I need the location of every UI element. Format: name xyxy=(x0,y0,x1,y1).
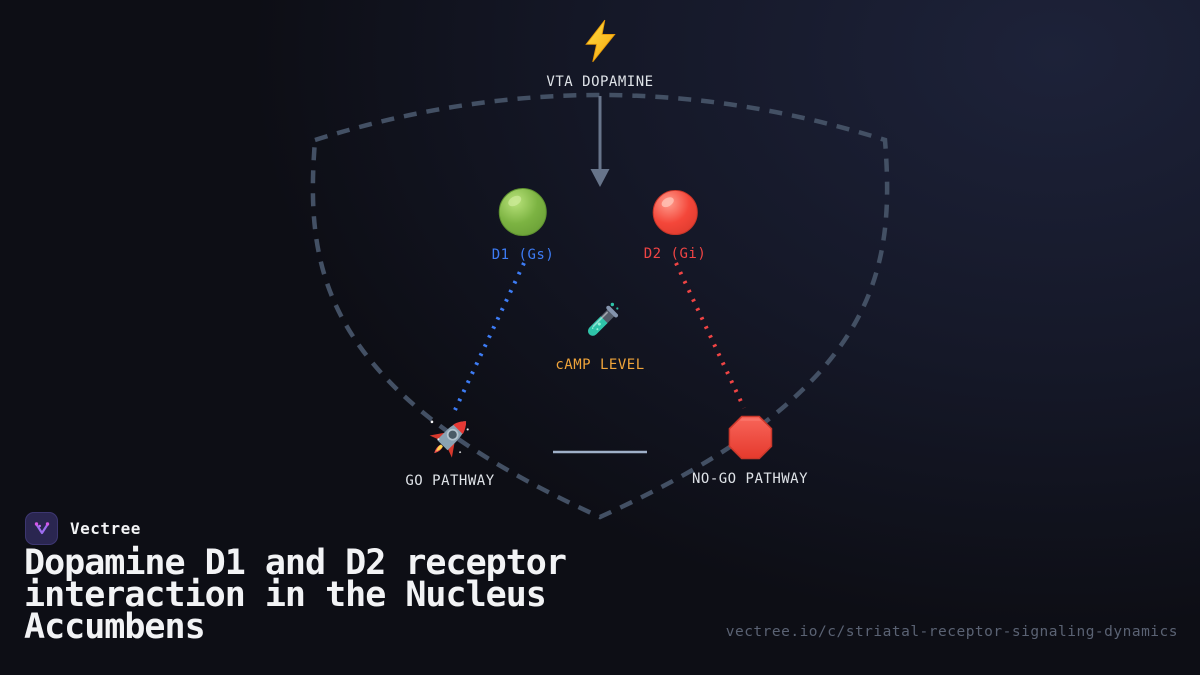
vta-dopamine-label: VTA DOPAMINE xyxy=(546,74,654,90)
brand-row: Vectree xyxy=(25,512,141,545)
nogo-pathway-label: NO-GO PATHWAY xyxy=(691,471,809,487)
footer-url: vectree.io/c/striatal-receptor-signaling… xyxy=(725,624,1178,640)
vectree-logo xyxy=(25,512,58,545)
brand-name: Vectree xyxy=(70,519,141,538)
stop-sign-icon xyxy=(726,414,773,461)
d1-receptor-label: D1 (Gs) xyxy=(491,247,555,263)
d2-nogo-connector xyxy=(674,262,746,409)
rocket-icon xyxy=(424,411,476,463)
go-pathway-label: GO PATHWAY xyxy=(405,473,495,489)
green-circle-icon xyxy=(498,187,548,237)
go-pathway-node: GO PATHWAY xyxy=(405,411,494,489)
vta-dopamine-node: VTA DOPAMINE xyxy=(546,18,653,90)
lightning-icon xyxy=(578,18,622,64)
d1-receptor-node: D1 (Gs) xyxy=(492,187,555,263)
test-tube-icon xyxy=(576,299,624,347)
vectree-logo-icon xyxy=(34,521,49,534)
d1-go-connector xyxy=(453,262,526,411)
red-circle-icon xyxy=(651,189,698,236)
camp-level-node: cAMP LEVEL xyxy=(555,299,644,373)
page-title: Dopamine D1 and D2 receptor interaction … xyxy=(24,543,567,647)
dopamine-arrow xyxy=(590,96,610,187)
camp-level-label: cAMP LEVEL xyxy=(555,357,645,373)
d2-receptor-node: D2 (Gi) xyxy=(644,189,707,262)
d2-receptor-label: D2 (Gi) xyxy=(643,246,707,262)
nogo-pathway-node: NO-GO PATHWAY xyxy=(692,414,808,487)
